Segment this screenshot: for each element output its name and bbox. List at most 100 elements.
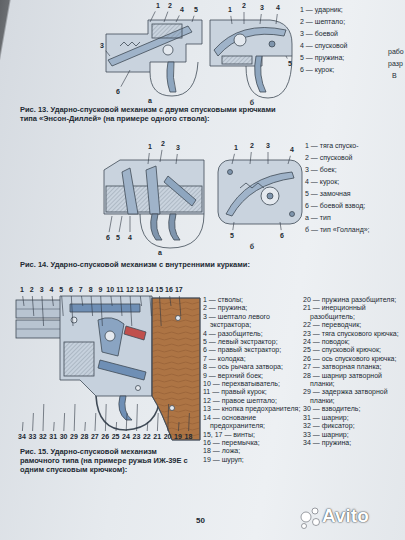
- leader-line: [23, 296, 24, 306]
- parts-list-item: 29 — задержка затворной планки;: [303, 388, 403, 405]
- callout-number: 32: [39, 433, 47, 441]
- parts-list-item: 6 — курок;: [300, 64, 384, 76]
- parts-list-item: 5 — пружина;: [300, 52, 384, 64]
- leader-line: [74, 404, 76, 431]
- parts-list-item: 33 — шарнир;: [303, 431, 403, 439]
- leader-line: [160, 150, 162, 162]
- parts-list-item: 2 — пружина;: [203, 304, 301, 312]
- callout-number: 3: [176, 144, 180, 152]
- parts-list-item: 1 — ударник;: [300, 4, 384, 16]
- callout-number: 1: [234, 144, 238, 152]
- parts-list-item: 31 — шарнир;: [303, 414, 403, 422]
- callout-number: 29: [70, 433, 78, 441]
- parts-list-item: 24 — поводок;: [303, 338, 403, 346]
- leader-line: [109, 216, 112, 232]
- leader-line: [43, 404, 45, 431]
- leader-line: [167, 404, 169, 431]
- callout-number: 24: [122, 433, 130, 441]
- callout-number: 5: [230, 232, 234, 240]
- parts-list-item: 9 — верхний боек;: [203, 372, 301, 380]
- callout-number: 26: [101, 433, 109, 441]
- callout-number: 4: [49, 286, 53, 294]
- callout-number: 9: [98, 286, 102, 294]
- figure-caption: Рис. 13. Ударно-спусковой механизм с дву…: [20, 105, 288, 123]
- leader-line: [147, 422, 149, 431]
- parts-list-item: 12 — правое шептало;: [203, 397, 301, 405]
- parts-list-item: 3 — боек;: [305, 164, 401, 176]
- leader-line: [148, 153, 149, 164]
- parts-list-item: 6 — боевой взвод;: [305, 200, 401, 212]
- leader-line: [53, 422, 55, 431]
- page-fragment: разр: [388, 60, 403, 67]
- callout-number: 18: [185, 433, 193, 441]
- callout-number: 6: [106, 234, 110, 242]
- parts-list-item: 3 — боевой: [300, 28, 384, 40]
- callout-number: 30: [60, 433, 68, 441]
- callout-number: 27: [91, 433, 99, 441]
- watermark-logo: [301, 508, 320, 529]
- parts-list-item: 13 — кнопка предохранителя;: [203, 405, 301, 413]
- leader-line: [233, 222, 234, 230]
- parts-list-item: 2 — шептало;: [300, 16, 384, 28]
- leader-line: [42, 296, 44, 326]
- parts-list-item: 4 — курок;: [305, 176, 401, 188]
- parts-list: 1 — ударник;2 — шептало;3 — боевой4 — сп…: [300, 4, 384, 76]
- parts-list-item: 1 — стволы;: [203, 296, 301, 304]
- callout-number: 4: [276, 4, 280, 12]
- callout-number: 1: [156, 2, 160, 10]
- parts-list-item: 15, 17 — винты;: [203, 431, 301, 439]
- parts-list-item: 3 — шептало левого экстрактора;: [203, 313, 301, 330]
- callout-number: 6: [69, 286, 73, 294]
- leader-line: [126, 413, 128, 431]
- leader-line: [106, 51, 110, 56]
- leader-line: [119, 216, 122, 232]
- callout-number: 2: [161, 140, 165, 148]
- callout-number: 28: [81, 433, 89, 441]
- parts-list-item: 4 — спусковой: [300, 40, 384, 52]
- leader-line: [62, 296, 64, 316]
- callout-number: 5: [59, 286, 63, 294]
- callout-number: 17: [175, 286, 183, 294]
- leader-line: [176, 15, 179, 22]
- callout-number: 12: [126, 286, 134, 294]
- figure-caption: Рис. 14. Ударно-спусковой механизм с вну…: [20, 260, 305, 269]
- callout-number: 33: [29, 433, 37, 441]
- leader-line: [170, 296, 171, 306]
- callout-number: 6: [280, 232, 284, 240]
- parts-list: 20 — пружина разобщителя;21 — инерционны…: [303, 296, 403, 447]
- leader-line: [179, 296, 181, 316]
- leader-line: [276, 14, 277, 24]
- callout-number: 14: [146, 286, 154, 294]
- callout-number: 3: [260, 4, 264, 12]
- callout-number: 4: [290, 146, 294, 154]
- parts-list-item: 26 — ось спускового крючка;: [303, 355, 403, 363]
- page-fragment: В: [392, 72, 397, 79]
- parts-list-item: б — тип «Голланд»;: [305, 224, 401, 236]
- callout-number: 13: [136, 286, 144, 294]
- leader-line: [286, 56, 287, 59]
- parts-list-item: 20 — пружина разобщителя;: [303, 296, 403, 304]
- leader-line: [160, 296, 162, 326]
- parts-list-item: 16 — перемычка;: [203, 439, 301, 447]
- callout-number: 2: [168, 2, 172, 10]
- parts-list-item: 18 — ложа;: [203, 447, 301, 455]
- parts-list-item: 5 — замочная: [305, 188, 401, 200]
- callout-number: а: [148, 97, 152, 105]
- leader-line: [52, 296, 53, 306]
- leader-line: [63, 413, 65, 431]
- parts-list-item: 32 — фиксатор;: [303, 422, 403, 430]
- parts-list-item: 34 — пружина;: [303, 439, 403, 447]
- leader-line: [22, 422, 24, 431]
- figure-caption: Рис. 15. Ударно-спусковой механизм рамоч…: [20, 447, 198, 474]
- leader-line: [164, 12, 168, 22]
- leader-line: [130, 296, 132, 326]
- callout-number: 19: [174, 433, 182, 441]
- leader-line: [192, 16, 194, 22]
- parts-list-item: 1 — тяга спуско-: [305, 140, 401, 152]
- leader-line: [280, 222, 281, 230]
- leader-line: [157, 413, 159, 431]
- callout-number: 5: [288, 60, 292, 68]
- callout-number: 16: [165, 286, 173, 294]
- leader-line: [95, 413, 97, 431]
